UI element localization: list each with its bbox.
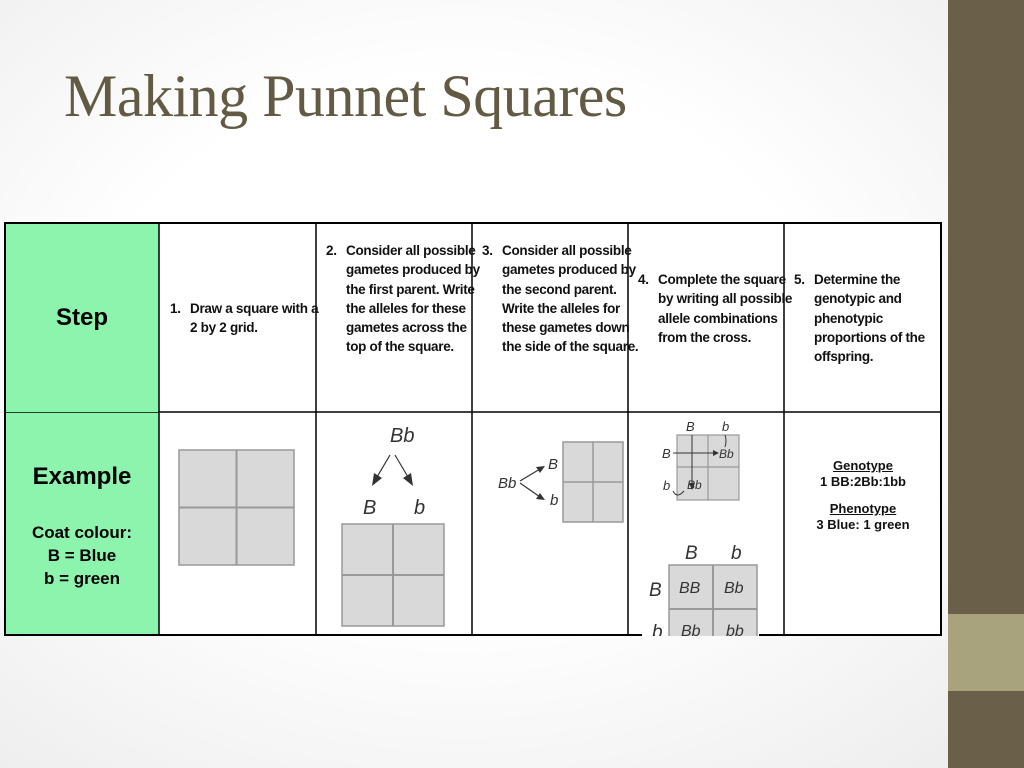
example-4-cell-Bb-1: Bb bbox=[724, 580, 744, 597]
example-2-arrowhead-right bbox=[403, 473, 413, 486]
right-sidebar-accent bbox=[948, 614, 1024, 691]
example-2-arrowhead-left bbox=[372, 473, 382, 486]
punnet-steps-table: Step Example Coat colour: B = Blue b = g… bbox=[4, 222, 942, 636]
example-4-large-top-B: B bbox=[685, 543, 698, 564]
example-4-large-side-b: b bbox=[652, 622, 663, 636]
example-3-diagram: Bb B b bbox=[498, 441, 624, 523]
example-2-gamete-B: B bbox=[363, 497, 376, 519]
example-3-arrowhead-up bbox=[536, 466, 545, 473]
step-row-header: Step bbox=[6, 224, 158, 412]
step-2-text: 2.Consider all possible gametes produced… bbox=[326, 243, 480, 355]
example-4-curve-side bbox=[672, 490, 685, 496]
example-2-diagram: Bb B b bbox=[341, 425, 445, 627]
example-2-gamete-b: b bbox=[414, 497, 425, 519]
example-4-small-top-B: B bbox=[686, 419, 695, 434]
example-4-small-side-b: b bbox=[663, 478, 670, 493]
example-row-header: Example Coat colour: B = Blue b = green bbox=[6, 413, 158, 634]
step-label: Step bbox=[55, 304, 108, 331]
example-4-cell-BB: BB bbox=[679, 580, 701, 597]
example-4-cell-bb: bb bbox=[726, 623, 744, 636]
example-3-grid bbox=[562, 441, 624, 523]
green-allele-label: b = green bbox=[43, 569, 121, 588]
example-4-diagram: B b B b Bb Bb B b B b BB Bb Bb bb bbox=[642, 419, 759, 636]
example-4-small-cell-bl: Bb bbox=[687, 478, 702, 492]
step-1-text: 1.Draw a square with a 2 by 2 grid. bbox=[170, 301, 319, 336]
step-3-text: 3.Consider all possible gametes produced… bbox=[482, 243, 639, 355]
example-4-small-side-B: B bbox=[662, 446, 671, 461]
example-2-arrow-right bbox=[394, 454, 409, 478]
example-4-curve-top bbox=[724, 434, 727, 448]
example-4-down-arrowhead bbox=[689, 483, 695, 490]
example-label: Example bbox=[32, 463, 132, 490]
example-4-cell-Bb-2: Bb bbox=[681, 623, 701, 636]
example-2-arrow-left bbox=[376, 454, 391, 478]
example-3-arrow-down bbox=[519, 482, 541, 498]
example-3-arrow-up bbox=[519, 468, 541, 482]
example-3-parent: Bb bbox=[498, 475, 516, 492]
phenotype-heading: Phenotype bbox=[829, 501, 897, 516]
example-4-right-arrowhead bbox=[713, 450, 719, 456]
genotype-heading: Genotype bbox=[833, 458, 893, 473]
example-4-large-top-b: b bbox=[731, 543, 742, 564]
example-3-arrowhead-down bbox=[536, 493, 545, 500]
example-4-large-grid bbox=[668, 564, 758, 636]
example-4-small-cell-tr: Bb bbox=[719, 447, 734, 461]
slide-title: Making Punnet Squares bbox=[64, 63, 627, 129]
step-4-text: 4.Complete the square by writing all pos… bbox=[638, 272, 793, 345]
example-3-gamete-B: B bbox=[548, 456, 558, 473]
example-1-grid bbox=[178, 449, 295, 566]
example-2-parent: Bb bbox=[390, 425, 414, 447]
example-4-small-top-b: b bbox=[722, 419, 729, 434]
example-2-grid bbox=[341, 523, 445, 627]
example-5-results: Genotype 1 BB:2Bb:1bb Phenotype 3 Blue: … bbox=[785, 458, 941, 533]
coat-colour-label: Coat colour: bbox=[31, 523, 133, 542]
step-5-text: 5.Determine the genotypic and phenotypic… bbox=[794, 272, 925, 365]
example-4-small-grid bbox=[676, 434, 740, 501]
genotype-ratio: 1 BB:2Bb:1bb bbox=[820, 474, 906, 489]
blue-allele-label: B = Blue bbox=[47, 546, 117, 565]
phenotype-ratio: 3 Blue: 1 green bbox=[816, 517, 910, 532]
example-4-large-side-B: B bbox=[649, 580, 662, 601]
example-3-gamete-b: b bbox=[550, 492, 558, 509]
